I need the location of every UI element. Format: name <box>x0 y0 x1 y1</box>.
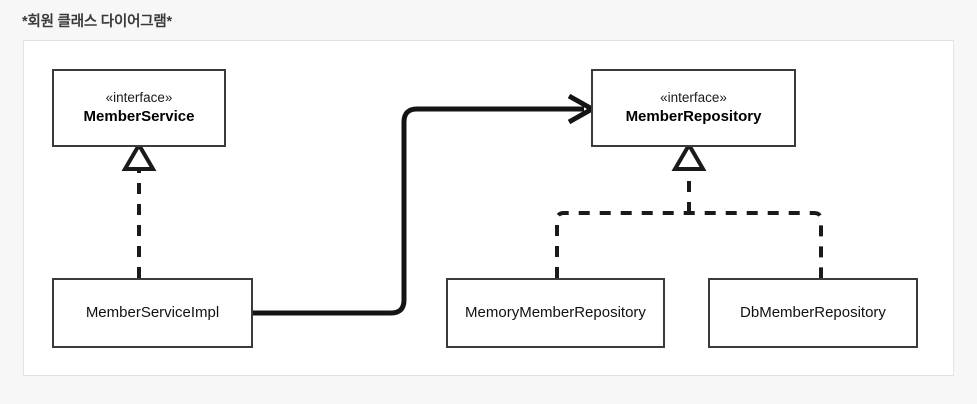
hollow-triangle-member-service <box>121 141 157 171</box>
diagram-card: «interface» MemberService «interface» Me… <box>23 40 954 376</box>
edge-impl-realizes-service <box>121 141 157 278</box>
class-name-label: MemberService <box>83 107 195 125</box>
uml-class-member-service-impl[interactable]: MemberServiceImpl <box>52 278 253 348</box>
diagram-canvas: «interface» MemberService «interface» Me… <box>24 41 955 377</box>
page-title: *회원 클래스 다이어그램* <box>22 14 172 30</box>
solid-association-line <box>253 106 584 316</box>
class-name-label: MemberRepository <box>625 107 762 125</box>
class-name-label: MemberServiceImpl <box>85 304 220 322</box>
class-name-label: MemoryMemberRepository <box>465 304 646 322</box>
dashed-fork-bar <box>555 211 823 278</box>
hollow-triangle-member-repository <box>671 141 707 171</box>
edge-repositories-realize-repository <box>555 141 823 278</box>
stereotype-label: «interface» <box>660 89 727 105</box>
uml-class-memory-member-repository[interactable]: MemoryMemberRepository <box>446 278 665 348</box>
uml-class-db-member-repository[interactable]: DbMemberRepository <box>708 278 918 348</box>
uml-class-member-repository[interactable]: «interface» MemberRepository <box>591 69 796 147</box>
stereotype-label: «interface» <box>105 89 173 105</box>
uml-class-member-service[interactable]: «interface» MemberService <box>52 69 226 147</box>
diagram-edges <box>121 93 823 316</box>
class-name-label: DbMemberRepository <box>740 304 886 322</box>
